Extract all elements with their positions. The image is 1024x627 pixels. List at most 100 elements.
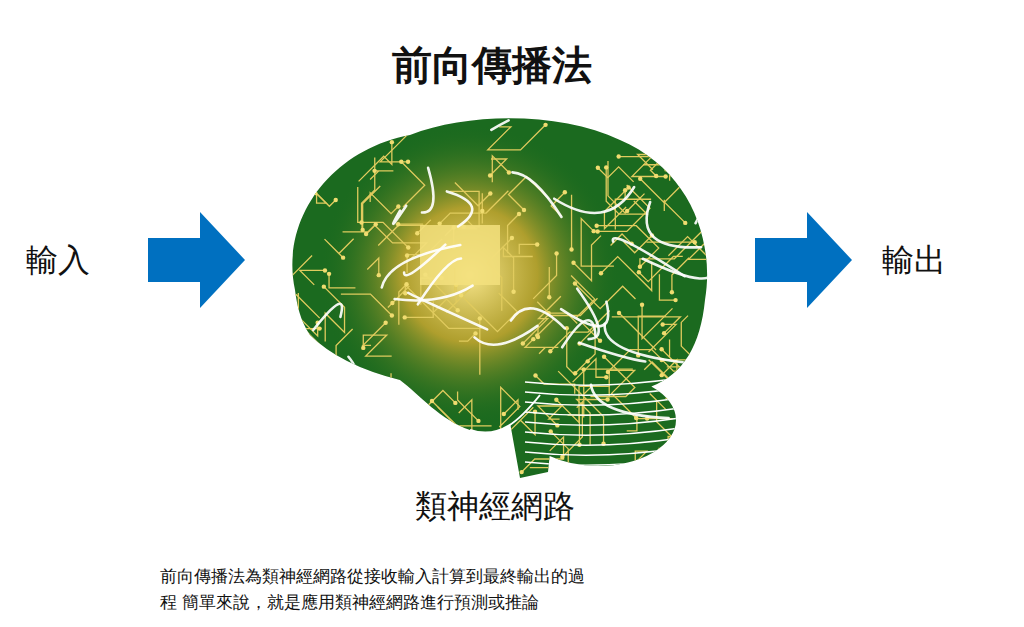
circuit-trace — [679, 442, 697, 460]
circuit-pad — [660, 373, 664, 377]
circuit-trace — [713, 109, 745, 129]
circuit-trace — [386, 390, 456, 447]
circuit-trace — [619, 313, 656, 350]
circuit-trace — [679, 431, 717, 463]
circuit-pad — [517, 212, 521, 216]
brain-fold — [562, 320, 595, 347]
circuit-trace — [712, 134, 732, 142]
circuit-pad — [695, 365, 699, 369]
circuit-pad — [507, 170, 511, 174]
circuit-pad — [554, 397, 558, 401]
circuit-pad — [604, 375, 608, 379]
circuit-pad — [502, 412, 506, 416]
brain-core-glow — [270, 100, 730, 490]
circuit-trace — [334, 141, 343, 157]
circuit-pad — [361, 346, 365, 350]
circuit-trace — [461, 293, 517, 332]
brain-fold — [605, 324, 683, 362]
circuit-pad — [606, 370, 610, 374]
circuit-pad — [278, 154, 282, 158]
circuit-pad — [602, 354, 606, 358]
brain-fold — [579, 343, 645, 362]
circuit-pad — [547, 295, 551, 299]
brain-fold — [313, 304, 342, 330]
circuit-trace — [363, 335, 391, 356]
circuit-pad — [406, 245, 410, 249]
cerebellum-fold — [525, 408, 680, 415]
circuit-trace — [646, 242, 694, 243]
circuit-trace — [697, 98, 717, 124]
brain-fold — [404, 245, 445, 276]
circuit-trace — [635, 451, 672, 478]
circuit-trace — [267, 372, 316, 412]
circuit-trace — [341, 294, 392, 315]
circuit-pad — [698, 96, 702, 100]
circuit-trace — [667, 366, 698, 367]
cerebellum-fold — [525, 428, 680, 435]
circuit-trace — [671, 370, 692, 395]
circuit-trace — [608, 350, 706, 372]
circuit-trace — [665, 187, 686, 223]
circuit-trace — [597, 99, 643, 122]
circuit-trace — [575, 283, 636, 308]
side-label: 輸出 — [882, 240, 946, 280]
circuit-trace — [347, 395, 367, 442]
circuit-trace — [307, 102, 331, 138]
circuit-trace — [300, 270, 325, 284]
circuit-pad — [478, 316, 482, 320]
circuit-trace — [601, 257, 652, 291]
circuit-trace — [329, 274, 355, 288]
circuit-pad — [360, 228, 364, 232]
circuit-pad — [284, 279, 288, 283]
brain-fold — [587, 104, 650, 137]
circuit-pad — [660, 322, 664, 326]
circuit-pad — [535, 242, 539, 246]
circuit-trace — [432, 401, 492, 426]
circuit-pad — [327, 272, 331, 276]
circuit-trace — [295, 171, 327, 203]
block-arrow — [148, 212, 245, 308]
circuit-pad — [662, 331, 666, 335]
circuit-pad — [752, 109, 756, 113]
circuit-pad — [269, 364, 273, 368]
circuit-trace — [638, 154, 673, 174]
circuit-trace — [289, 193, 336, 207]
circuit-pad — [569, 247, 573, 251]
circuit-trace — [271, 295, 319, 318]
circuit-trace — [298, 293, 321, 346]
circuit-pad — [623, 188, 627, 192]
circuit-pad — [240, 355, 244, 359]
circuit-pad — [334, 360, 338, 364]
brain-fold — [647, 202, 701, 247]
chip — [420, 225, 500, 285]
circuit-trace — [665, 398, 699, 399]
circuit-trace — [440, 191, 509, 224]
circuit-trace — [446, 400, 472, 442]
circuit-pad — [676, 127, 680, 131]
circuit-trace — [642, 305, 672, 339]
circuit-pad — [679, 390, 683, 394]
circuit-pad — [456, 308, 460, 312]
node-label: 類神經網路 — [280, 486, 710, 526]
circuit-trace — [604, 187, 628, 228]
circuit-trace — [662, 339, 684, 371]
circuit-pad — [604, 165, 608, 169]
circuit-pad — [633, 476, 637, 480]
circuit-trace — [399, 284, 407, 324]
circuit-pad — [673, 298, 677, 302]
cerebellum-fold — [525, 388, 680, 395]
cerebellum-fold — [525, 438, 680, 445]
circuit-pad — [390, 140, 394, 144]
circuit-pad — [295, 485, 299, 489]
circuit-trace — [361, 114, 371, 135]
circuit-trace — [306, 127, 372, 135]
circuit-pad — [387, 460, 391, 464]
circuit-trace — [271, 360, 321, 366]
circuit-trace — [698, 423, 746, 442]
circuit-pad — [403, 315, 407, 319]
circuit-trace — [455, 183, 490, 206]
circuit-pad — [329, 417, 333, 421]
circuit-pad — [675, 462, 679, 466]
circuit-pad — [625, 209, 629, 213]
circuit-trace — [367, 258, 379, 275]
